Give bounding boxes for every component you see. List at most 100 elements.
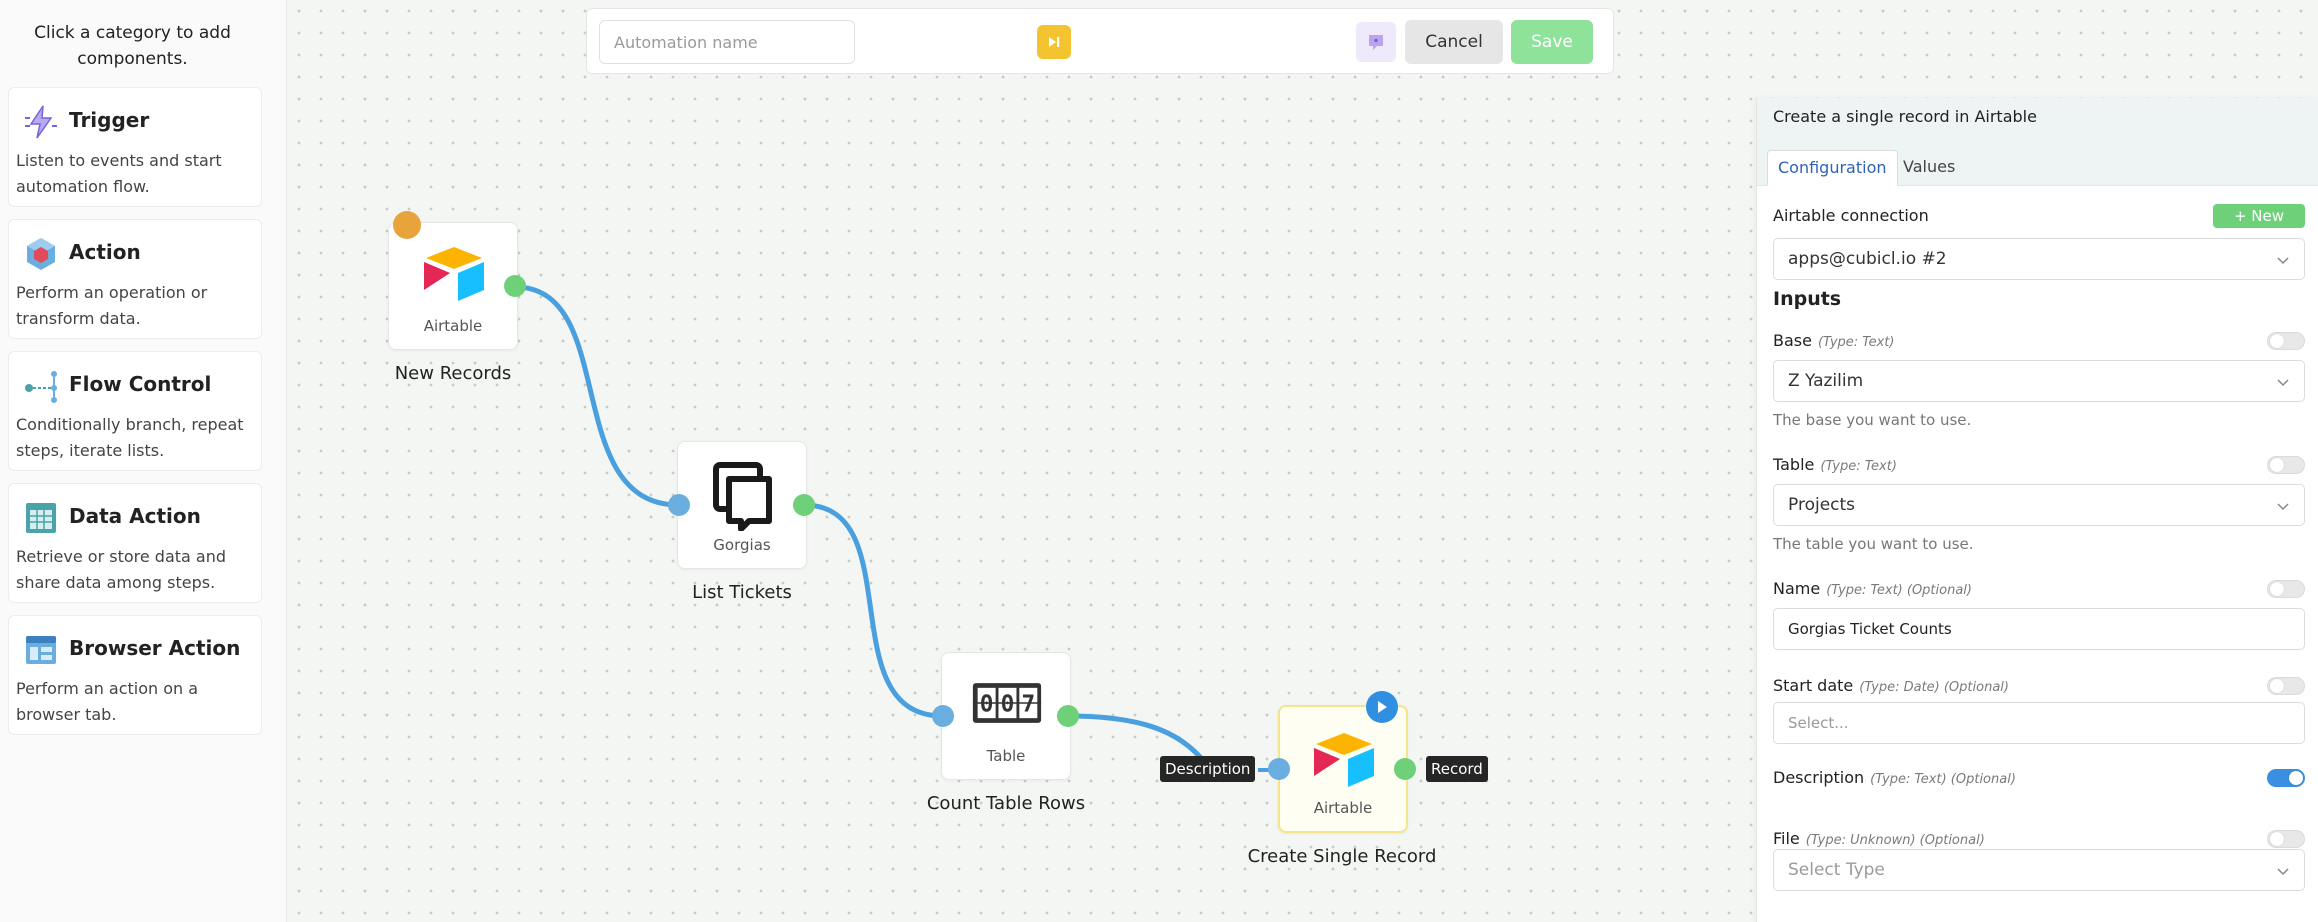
table-select[interactable]: Projects (1773, 484, 2305, 526)
help-icon (1369, 35, 1383, 50)
base-help: The base you want to use. (1773, 411, 1972, 429)
chevron-down-icon (2277, 379, 2289, 387)
category-title: Action (69, 240, 141, 264)
cancel-button[interactable]: Cancel (1405, 20, 1503, 64)
file-type-placeholder: Select Type (1788, 860, 1885, 880)
cube-icon (27, 238, 55, 270)
output-port[interactable] (504, 275, 526, 297)
node-count-table-rows[interactable]: 0 0 7 Table (941, 652, 1071, 780)
gorgias-logo-icon (707, 462, 779, 531)
category-title: Flow Control (69, 372, 212, 396)
connection-value: apps@cubicl.io #2 (1788, 249, 1947, 269)
field-type: (Type: Date) (Optional) (1859, 680, 2009, 695)
airtable-logo-icon (418, 245, 490, 301)
field-type: (Type: Text) (1817, 335, 1895, 350)
node-create-single-record[interactable]: Airtable (1278, 705, 1408, 833)
category-data-action[interactable]: Data Action Retrieve or store data and s… (8, 483, 262, 603)
description-toggle[interactable] (2267, 769, 2305, 787)
base-value: Z Yazilim (1788, 371, 1864, 391)
tab-values[interactable]: Values (1903, 157, 1956, 176)
start-date-label: Start date (Type: Date) (Optional) (1773, 676, 2009, 695)
base-toggle[interactable] (2267, 332, 2305, 350)
start-date-input[interactable] (1773, 702, 2305, 744)
panel-title: Create a single record in Airtable (1773, 107, 2037, 126)
play-icon (1378, 701, 1387, 713)
category-description: Perform an action on a browser tab. (16, 679, 199, 724)
node-app-name: Table (986, 747, 1026, 765)
field-type: (Type: Text) (Optional) (1870, 772, 2016, 787)
field-name: Table (1773, 455, 1815, 474)
toggle-knob (2270, 679, 2284, 693)
run-button[interactable] (1037, 25, 1071, 59)
base-label: Base (Type: Text) (1773, 331, 1895, 350)
category-description: Retrieve or store data and share data am… (16, 547, 227, 592)
category-trigger[interactable]: Trigger Listen to events and start autom… (8, 87, 262, 207)
output-port[interactable] (1394, 758, 1416, 780)
step-config-panel: Create a single record in Airtable Confi… (1756, 98, 2318, 922)
node-list-tickets[interactable]: Gorgias (677, 441, 807, 569)
help-button[interactable] (1356, 22, 1396, 62)
node-label: Create Single Record (1247, 846, 1437, 867)
airtable-logo-icon (1308, 731, 1380, 787)
output-tag-record: Record (1426, 756, 1488, 782)
category-title: Browser Action (69, 636, 241, 660)
new-connection-button[interactable]: + New (2213, 204, 2305, 228)
field-name: Base (1773, 331, 1812, 350)
node-label: Count Table Rows (926, 793, 1086, 814)
toggle-knob (2270, 832, 2284, 846)
inputs-heading: Inputs (1773, 288, 1842, 310)
name-input[interactable] (1773, 608, 2305, 650)
branch-icon (25, 371, 57, 403)
category-browser-action[interactable]: Browser Action Perform an action on a br… (8, 615, 262, 735)
field-type: (Type: Unknown) (Optional) (1805, 833, 1985, 848)
run-step-button[interactable] (1366, 691, 1398, 723)
file-label: File (Type: Unknown) (Optional) (1773, 829, 1985, 848)
connection-select[interactable]: apps@cubicl.io #2 (1773, 238, 2305, 280)
toggle-knob (2270, 458, 2284, 472)
node-new-records[interactable]: Airtable (388, 222, 518, 350)
file-type-select[interactable]: Select Type (1773, 849, 2305, 891)
table-icon (26, 503, 56, 533)
svg-text:0: 0 (1001, 692, 1015, 718)
trigger-status-dot (393, 211, 421, 239)
automation-name-input[interactable] (599, 20, 855, 64)
table-label: Table(Type: Text) (1773, 455, 1897, 474)
tab-configuration[interactable]: Configuration (1767, 150, 1898, 186)
category-description: Perform an operation or transform data. (16, 283, 208, 328)
chevron-down-icon (2277, 257, 2289, 265)
node-app-name: Airtable (423, 317, 483, 335)
svg-text:7: 7 (1021, 692, 1035, 718)
output-port[interactable] (793, 494, 815, 516)
start-date-toggle[interactable] (2267, 677, 2305, 695)
play-skip-icon (1049, 37, 1060, 47)
category-action[interactable]: Action Perform an operation or transform… (8, 219, 262, 339)
category-flow-control[interactable]: Flow Control Conditionally branch, repea… (8, 351, 262, 471)
field-name: Name (1773, 579, 1821, 598)
name-toggle[interactable] (2267, 580, 2305, 598)
description-label: Description (Type: Text) (Optional) (1773, 768, 2016, 787)
node-label: New Records (394, 363, 512, 384)
table-toggle[interactable] (2267, 456, 2305, 474)
counter-icon: 0 0 7 (971, 675, 1043, 731)
browser-window-icon (26, 636, 56, 664)
field-type: (Type: Text) (Optional) (1826, 583, 1972, 598)
input-port[interactable] (932, 705, 954, 727)
toggle-knob (2289, 771, 2303, 785)
field-name: Description (1773, 768, 1865, 787)
sidebar-hint: Click a category to add components. (34, 23, 231, 69)
input-port[interactable] (1268, 758, 1290, 780)
table-value: Projects (1788, 495, 1856, 515)
field-name: File (1773, 829, 1800, 848)
node-label: List Tickets (692, 582, 792, 603)
connection-label: Airtable connection (1773, 206, 1929, 225)
category-description: Listen to events and start automation fl… (16, 151, 222, 196)
output-port[interactable] (1057, 705, 1079, 727)
svg-text:0: 0 (980, 692, 994, 718)
category-title: Trigger (69, 108, 150, 132)
input-port[interactable] (668, 494, 690, 516)
base-select[interactable]: Z Yazilim (1773, 360, 2305, 402)
field-name: Start date (1773, 676, 1854, 695)
file-toggle[interactable] (2267, 830, 2305, 848)
save-button[interactable]: Save (1511, 20, 1593, 64)
input-tag-description: Description (1160, 756, 1256, 782)
